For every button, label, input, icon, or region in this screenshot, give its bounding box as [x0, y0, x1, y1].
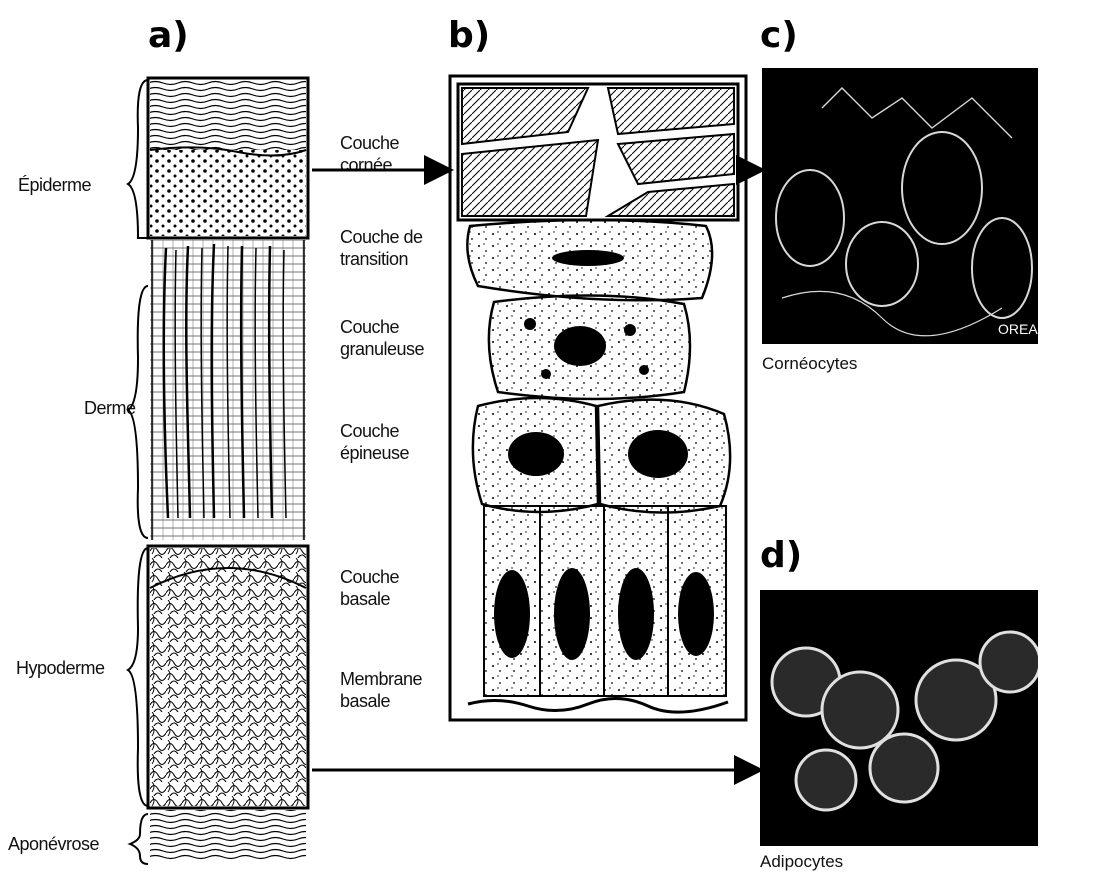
arrows	[0, 0, 1110, 875]
